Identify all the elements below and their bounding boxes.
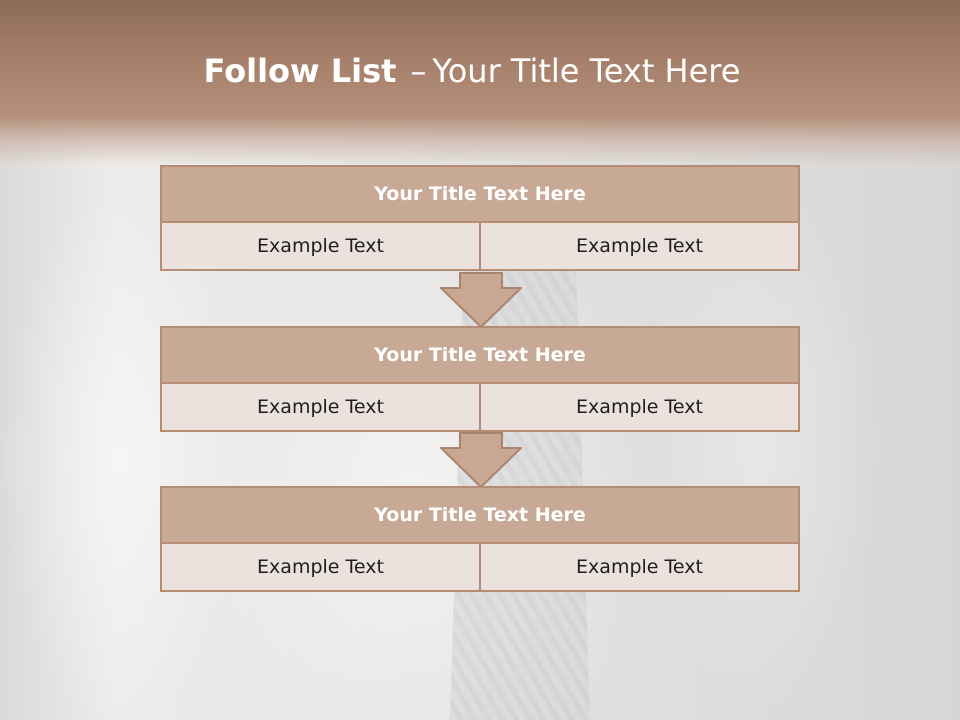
block-row: Example Text Example Text: [162, 544, 798, 590]
slide-title-bold: Follow List: [203, 52, 397, 90]
block-cell-right: Example Text: [479, 544, 798, 590]
block-title: Your Title Text Here: [162, 328, 798, 384]
down-arrow-1: [440, 272, 522, 328]
block-cell-right: Example Text: [479, 223, 798, 269]
block-row: Example Text Example Text: [162, 223, 798, 269]
block-row: Example Text Example Text: [162, 384, 798, 430]
block-cell-left: Example Text: [162, 384, 479, 430]
list-block-3: Your Title Text Here Example Text Exampl…: [160, 486, 800, 592]
block-cell-left: Example Text: [162, 223, 479, 269]
slide-title-dash: –: [410, 52, 427, 90]
down-arrow-2: [440, 432, 522, 488]
block-cell-left: Example Text: [162, 544, 479, 590]
header-band: [0, 0, 960, 165]
list-block-2: Your Title Text Here Example Text Exampl…: [160, 326, 800, 432]
slide-title-rest: Your Title Text Here: [432, 52, 741, 90]
block-title: Your Title Text Here: [162, 488, 798, 544]
block-title: Your Title Text Here: [162, 167, 798, 223]
list-block-1: Your Title Text Here Example Text Exampl…: [160, 165, 800, 271]
block-cell-right: Example Text: [479, 384, 798, 430]
slide-title: Follow List–Your Title Text Here: [0, 52, 944, 90]
